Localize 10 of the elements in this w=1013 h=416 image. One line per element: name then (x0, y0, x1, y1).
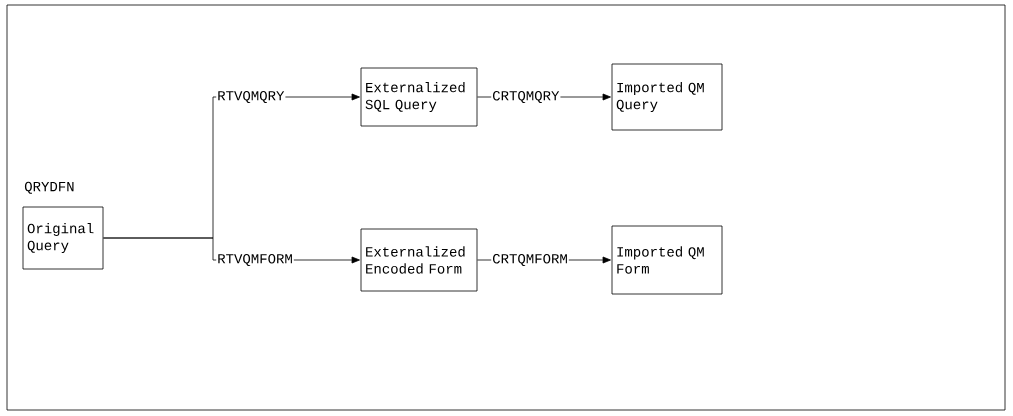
process-box: Original Query (22, 206, 104, 270)
edge-label: RTVQMFORM (216, 253, 294, 267)
process-box: Imported QM Query (611, 63, 723, 131)
edge-label: CRTQMFORM (491, 253, 569, 267)
edge-label: RTVQMQRY (216, 90, 286, 104)
process-box: Externalized SQL Query (360, 67, 478, 127)
process-box: Externalized Encoded Form (360, 228, 478, 292)
node-caption: QRYDFN (24, 181, 74, 194)
edge-label: CRTQMQRY (491, 90, 561, 104)
process-box: Imported QM Form (611, 225, 723, 295)
